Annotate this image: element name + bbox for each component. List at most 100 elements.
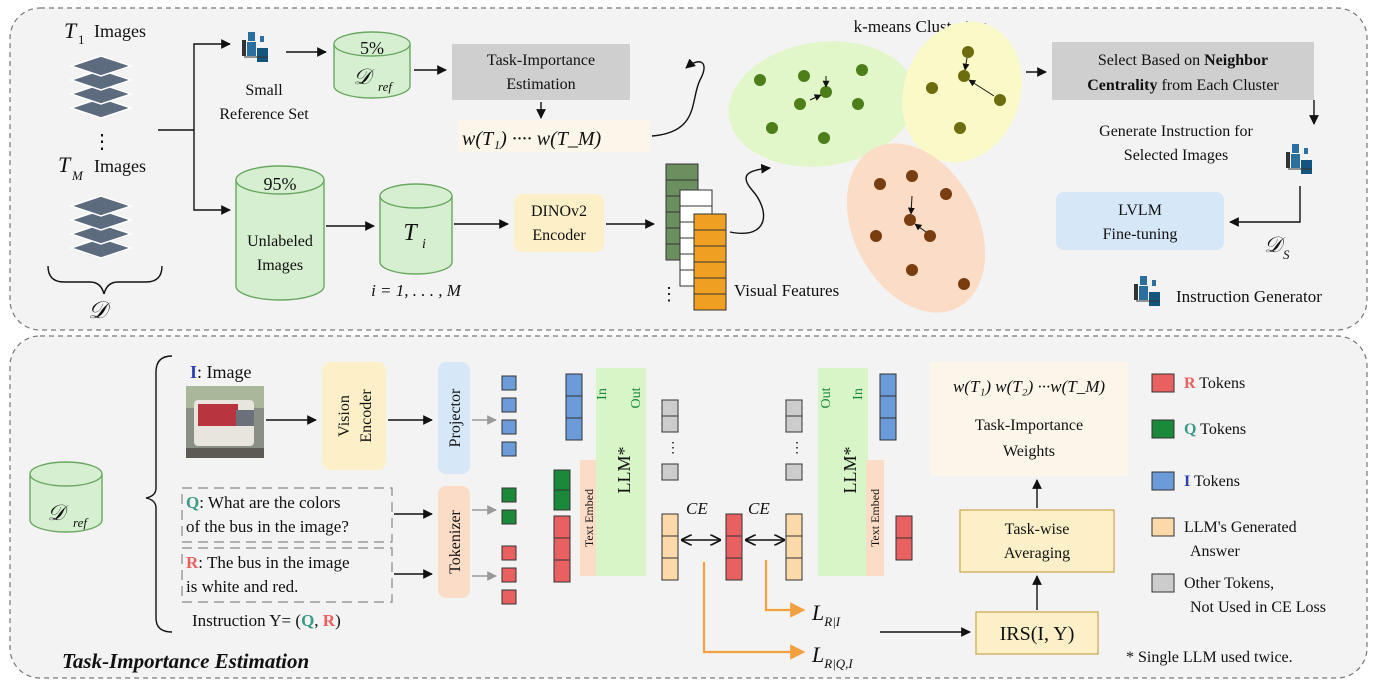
legend-swatch-other [1151, 573, 1175, 593]
panel-title: Task-Importance Estimation [62, 649, 309, 673]
vision-encoder-label-2: Encoder [358, 389, 375, 443]
cluster-yellow [902, 21, 1022, 163]
svg-text:1: 1 [78, 32, 85, 47]
cluster-green [728, 41, 916, 167]
llm-input-question-tokens [553, 469, 571, 511]
tm-images-label: T M Images [58, 152, 146, 183]
legend-label-generated: LLM's Generated [1184, 519, 1297, 536]
lvlm-label: LVLM [1118, 202, 1162, 219]
feature-ellipsis: ⋮ [660, 284, 678, 304]
cluster-orange [846, 143, 986, 313]
dataset-brace [47, 265, 163, 295]
svg-text:Images: Images [94, 21, 146, 41]
legend-swatch-q [1151, 419, 1175, 439]
weights-bar [458, 120, 650, 152]
unlabeled-cylinder: 95% Unlabeled Images [235, 165, 325, 301]
svg-text:ref: ref [73, 515, 89, 530]
ce-label: CE [686, 499, 708, 518]
bus-image [186, 386, 264, 458]
text-embed-label-2: Text Embed [868, 489, 882, 547]
irs-label: IRS(I, Y) [1000, 623, 1075, 645]
llm2-output-generated-tokens [785, 513, 803, 581]
selection-label-2: Centrality from Each Cluster [1087, 77, 1279, 94]
dino-label: DINOv2 [531, 203, 587, 220]
weights-formula: w(T₁) w(T₂) ···w(T_M) [953, 377, 1105, 396]
legend: R Tokens Q Tokens I Tokens LLM's Generat… [1151, 373, 1326, 616]
image-input-label: I: Image [190, 362, 252, 382]
question-tokens-tokenized [501, 487, 517, 525]
t1-images-label: T 1 Images [64, 18, 146, 47]
target-response-tokens [725, 513, 743, 581]
irs-box [975, 611, 1099, 655]
visual-features-label: Visual Features [734, 281, 839, 300]
tokenizer-box [438, 486, 470, 598]
ti-cylinder: T i [379, 183, 453, 275]
loss-r-given-i: LR|I [811, 600, 841, 629]
question-text: Q: What are the colors [186, 493, 341, 512]
instruction-label: Instruction Y= (Q, R) [192, 611, 341, 630]
projector-label: Projector [447, 388, 464, 447]
averaging-box [959, 509, 1115, 573]
arrow-weights-to-clusters [651, 58, 705, 137]
instruction-generator-label: Instruction Generator [1176, 287, 1322, 306]
question-box [181, 487, 393, 543]
dref-cylinder: 5% 𝒟 ref [333, 31, 411, 99]
response-text: R: The bus in the image [186, 553, 350, 572]
svg-text:ref: ref [378, 79, 394, 94]
llm-box [596, 368, 646, 576]
text-embed-box-2 [866, 460, 884, 576]
vision-encoder-box [322, 362, 386, 470]
dino-encoder-box [514, 194, 604, 252]
tokenizer-label: Tokenizer [447, 509, 464, 573]
svg-text:M: M [71, 168, 84, 183]
legend-label-r: R Tokens [1184, 375, 1245, 392]
vertical-ellipsis: ⋮ [92, 131, 112, 153]
legend-swatch-r [1151, 373, 1175, 393]
llm2-input-response-tokens [895, 515, 913, 561]
llm-output-generated-tokens [661, 513, 679, 581]
output-ellipsis-2: ⋮ [790, 441, 804, 456]
branch-arrow-up [193, 39, 231, 130]
lvlm-box [1056, 192, 1224, 250]
svg-text:𝒟: 𝒟 [353, 64, 375, 89]
svg-text:i: i [422, 237, 426, 252]
image-tokens-projected [501, 375, 517, 457]
llm-out-label: Out [629, 387, 644, 408]
selection-box [1052, 42, 1314, 100]
ds-label-sub: S [1283, 247, 1290, 262]
weights-box [930, 362, 1128, 476]
svg-text:95%: 95% [264, 174, 297, 194]
branch-arrow-down [193, 130, 231, 215]
footnote: * Single LLM used twice. [1126, 649, 1293, 666]
generate-label: Generate Instruction for [1099, 123, 1253, 140]
ce-label-2: CE [748, 499, 770, 518]
llm-label: LLM* [614, 447, 634, 494]
llm2-box [818, 368, 868, 576]
response-tokens-tokenized [501, 545, 517, 605]
orange-arrow-l-rqi [702, 562, 806, 660]
small-ref-label: Small [245, 82, 283, 99]
weights-label-2: Weights [1003, 443, 1055, 460]
averaging-label: Task-wise [1005, 521, 1070, 538]
legend-label-q: Q Tokens [1184, 421, 1246, 438]
legend-label-other: Other Tokens, [1184, 575, 1274, 592]
svg-text:𝒟: 𝒟 [47, 500, 69, 525]
svg-text:T: T [403, 220, 418, 246]
llm-in-label: In [595, 388, 610, 400]
small-ref-label-2: Reference Set [219, 106, 309, 123]
legend-swatch-generated [1151, 517, 1175, 537]
svg-text:5%: 5% [360, 38, 384, 58]
svg-text:Images: Images [94, 156, 146, 176]
output-ellipsis: ⋮ [666, 441, 680, 456]
text-embed-label: Text Embed [582, 489, 596, 547]
averaging-label-2: Averaging [1004, 545, 1070, 562]
response-box [181, 547, 393, 603]
llm2-label: LLM* [840, 447, 860, 494]
llm-input-response-tokens [553, 515, 571, 583]
text-embed-box [580, 460, 598, 576]
lvlm-label-2: Fine-tuning [1103, 226, 1178, 243]
question-text-2: of the bus in the image? [186, 517, 349, 536]
svg-text:T: T [64, 18, 78, 43]
orange-arrow-l-ri [764, 560, 806, 618]
